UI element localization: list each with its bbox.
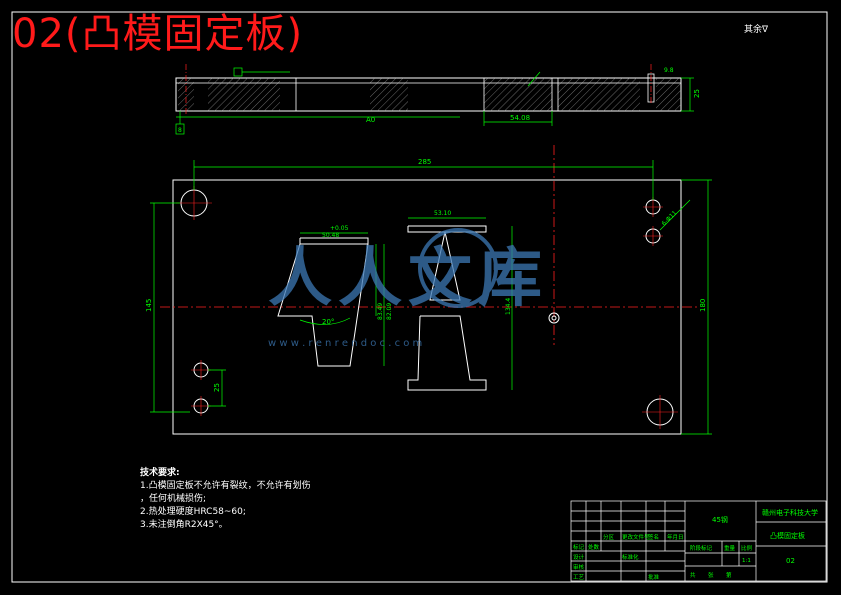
tb-standardize: 标准化 bbox=[622, 553, 639, 561]
dim-small-offset: 25 bbox=[213, 383, 221, 392]
section-dim-thickness: 25 bbox=[693, 89, 701, 98]
tb-process: 工艺 bbox=[573, 574, 585, 581]
dim-right-top: 53.10 bbox=[434, 210, 451, 217]
dim-hole-note: 6-Φ11 bbox=[660, 209, 678, 227]
centerlines bbox=[160, 145, 700, 345]
title-block bbox=[570, 500, 827, 582]
punch-cutout-right bbox=[407, 225, 487, 391]
section-dim-mid: A0 bbox=[366, 116, 375, 124]
tb-zone: 分区 bbox=[603, 533, 615, 541]
roughness-symbol-icon: ∇ bbox=[762, 25, 769, 35]
dim-overall-width: 285 bbox=[418, 158, 431, 166]
drawing-title: 02(凸模固定板) bbox=[12, 11, 304, 57]
tb-mark: 标记 bbox=[573, 543, 585, 551]
dim-right-height: 134.4 bbox=[505, 298, 512, 315]
tech-req-item: 1.凸模固定板不允许有裂纹，不允许有划伤 bbox=[140, 481, 311, 491]
tb-sheet-total: 共 bbox=[690, 571, 696, 579]
section-dim-small: 8 bbox=[178, 127, 182, 134]
dim-overall-height: 180 bbox=[699, 299, 707, 312]
tb-part-name: 凸模固定板 bbox=[770, 531, 805, 540]
tb-school: 赣州电子科技大学 bbox=[762, 508, 818, 517]
plan-dimensions bbox=[150, 160, 712, 435]
tb-change-no: 更改文件号 bbox=[622, 533, 650, 541]
tb-scale: 1:1 bbox=[742, 558, 751, 564]
watermark-url: w w w . r e n r e n d o c . c o m bbox=[268, 338, 422, 349]
dim-punch-angle: 20° bbox=[322, 318, 334, 326]
tb-date: 年月日 bbox=[667, 533, 684, 541]
tech-req-item: ，任何机械损伤; bbox=[140, 494, 207, 504]
punch-cutout-left bbox=[277, 237, 369, 367]
drawing-frame bbox=[11, 11, 828, 583]
dim-hole-spacing: 145 bbox=[145, 299, 153, 312]
tech-req-item: 2.热处理硬度HRC58~60; bbox=[140, 507, 246, 517]
tb-ratio: 比例 bbox=[741, 544, 753, 552]
watermark: 人人文库 w w w . r e n r e n d o c . c o m bbox=[268, 228, 548, 349]
dim-punch-tol: +0.05 bbox=[330, 225, 349, 232]
section-view bbox=[175, 64, 682, 115]
tb-sheet: 张 bbox=[708, 571, 714, 579]
technical-requirements: 技术要求: 1.凸模固定板不允许有裂纹，不允许有划伤 ，任何机械损伤; 2.热处… bbox=[140, 467, 311, 532]
tb-count: 处数 bbox=[588, 543, 600, 551]
dim-punch-top: 50.48 bbox=[322, 232, 339, 239]
hole-centers bbox=[176, 186, 678, 429]
tb-sign: 签名 bbox=[648, 533, 659, 541]
title-block-text: 赣州电子科技大学 凸模固定板 45钢 02 1:1 标记 处数 分区 更改文件号… bbox=[573, 508, 818, 581]
section-dimensions bbox=[175, 67, 694, 135]
tech-req-heading: 技术要求: bbox=[140, 468, 180, 478]
watermark-text: 人人文库 bbox=[268, 242, 548, 316]
tb-approve: 批准 bbox=[648, 573, 660, 581]
tb-weight: 重量 bbox=[724, 544, 736, 552]
tb-review: 审核 bbox=[573, 563, 585, 571]
tb-material: 45钢 bbox=[712, 515, 728, 524]
section-dim-right: 54.08 bbox=[510, 114, 530, 122]
tb-design: 设计 bbox=[573, 553, 585, 561]
dim-punch-height-2: 82.09 bbox=[386, 303, 393, 320]
tb-sheet-no: 第 bbox=[726, 571, 732, 579]
roughness-text: 其余 bbox=[744, 25, 763, 35]
section-dim-cb: 9.8 bbox=[664, 67, 674, 74]
roughness-note: 其余∇ bbox=[744, 22, 768, 35]
tb-drawing-no: 02 bbox=[786, 557, 795, 565]
dim-punch-height-1: 83.49 bbox=[377, 303, 384, 320]
tech-req-item: 3.未注倒角R2X45°。 bbox=[140, 520, 228, 530]
tb-stage-mark: 阶段标记 bbox=[690, 544, 713, 552]
